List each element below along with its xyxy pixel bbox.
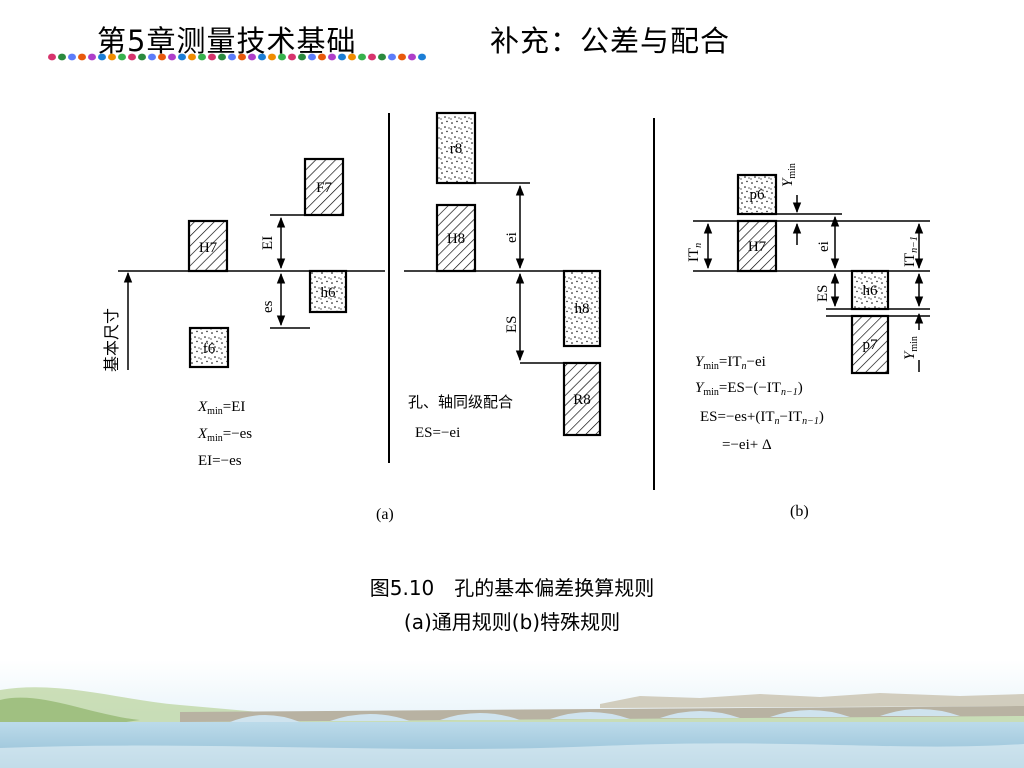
formula-ei-es: EI=−es (198, 453, 242, 469)
label-H8: H8 (447, 231, 465, 247)
dim-Ymin-bottom: Ymin (902, 336, 920, 360)
box-h6b (850, 269, 890, 311)
label-h6: h6 (321, 285, 337, 301)
box-r8 (435, 111, 477, 185)
label-H7b: H7 (748, 239, 767, 255)
box-h8 (562, 269, 602, 348)
box-R8 (562, 361, 602, 437)
box-p7 (850, 314, 890, 375)
dim-Ymin-top: Ymin (780, 163, 798, 187)
dim-ES: ES (504, 315, 520, 333)
label-H7: H7 (199, 240, 218, 256)
note-same-grade: 孔、轴同级配合 (408, 393, 514, 411)
formula-ymin-itn: Ymin=ITn−ei (695, 354, 766, 372)
dim-es: es (260, 300, 276, 313)
label-f6: f6 (203, 341, 216, 357)
panel-b-label: (b) (790, 503, 809, 520)
dim-ITn: ITn (686, 243, 704, 262)
figure-caption: 图5.10 孔的基本偏差换算规则 (369, 576, 655, 600)
bridge-landscape-image (0, 660, 1024, 768)
box-h6 (308, 269, 348, 314)
box-H7b (736, 219, 778, 273)
figure-subcaption: (a)通用规则(b)特殊规则 (403, 610, 621, 634)
box-H7 (187, 219, 229, 273)
box-p6 (736, 173, 778, 216)
label-p7: p7 (863, 337, 879, 353)
box-f6 (188, 326, 230, 369)
formula-xmin-ei: Xmin=EI (198, 399, 246, 417)
dim-ES-b: ES (815, 284, 831, 302)
panel-a-label: (a) (376, 506, 394, 523)
dim-ITn1: ITn−1 (902, 236, 920, 267)
formula-es-ei: ES=−ei (415, 425, 461, 441)
label-p6: p6 (750, 187, 766, 203)
label-r8: r8 (450, 141, 463, 157)
chapter-title: 第5章测量技术基础 (97, 24, 357, 58)
dim-ei-b: ei (816, 241, 832, 252)
dim-EI: EI (260, 236, 276, 250)
box-H8 (435, 203, 477, 273)
formula-delta: =−ei+ Δ (722, 437, 772, 453)
box-F7 (303, 157, 345, 217)
label-h8: h8 (575, 301, 590, 317)
formula-ymin-es: Ymin=ES−(−ITn−1) (695, 380, 803, 398)
baseline-label: 基本尺寸 (102, 308, 121, 372)
label-F7: F7 (316, 180, 332, 196)
label-R8: R8 (573, 392, 591, 408)
label-h6b: h6 (863, 283, 879, 299)
section-title: 补充：公差与配合 (490, 24, 731, 58)
formula-es-expansion: ES=−es+(ITn−ITn−1) (700, 409, 824, 427)
dim-ei: ei (504, 232, 520, 243)
formula-xmin-es: Xmin=−es (198, 426, 253, 444)
